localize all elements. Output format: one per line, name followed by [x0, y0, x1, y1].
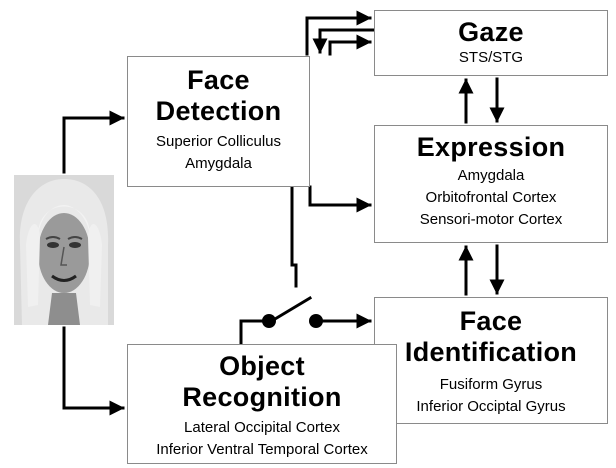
expression-region: Sensori-motor Cortex: [419, 211, 563, 228]
object-recognition-region: Lateral Occipital Cortex: [184, 419, 340, 436]
expression-box: Expression Amygdala Orbitofrontal Cortex…: [374, 125, 608, 243]
face-detection-region: Superior Colliculus: [155, 133, 282, 150]
face-detection-box: Face Detection Superior Colliculus Amygd…: [127, 56, 310, 187]
face-photo: [14, 175, 114, 325]
switch-terminal-right: [309, 314, 323, 328]
object-recognition-region: Inferior Ventral Temporal Cortex: [156, 441, 368, 458]
gaze-box: Gaze STS/STG: [374, 10, 608, 76]
arrow-detection-to-expression: [308, 185, 372, 213]
arrow-detection-to-gaze-2: [328, 34, 372, 56]
expression-region: Orbitofrontal Cortex: [425, 189, 557, 206]
line-detection-to-switch: [290, 185, 298, 288]
line-object-to-switch: [239, 319, 270, 345]
switch-blade: [267, 295, 313, 325]
expression-title: Expression: [416, 132, 566, 162]
switch-terminal-left: [262, 314, 276, 328]
arrow-gaze-to-detection: [312, 28, 376, 54]
face-identification-region: Inferior Occiptal Gyrus: [416, 398, 566, 415]
gaze-region: STS/STG: [458, 49, 524, 66]
face-detection-region: Amygdala: [185, 155, 252, 172]
face-detection-title: Face Detection: [155, 65, 282, 126]
face-identification-box: Face Identification Fusiform Gyrus Infer…: [374, 297, 608, 424]
face-identification-region: Fusiform Gyrus: [439, 376, 543, 393]
face-identification-title: Face Identification: [404, 306, 578, 367]
gaze-title: Gaze: [458, 17, 524, 47]
object-recognition-title: Object Recognition: [182, 351, 342, 412]
arrow-detection-to-gaze-1: [305, 10, 372, 56]
arrow-face-to-object: [62, 326, 125, 416]
object-recognition-box: Object Recognition Lateral Occipital Cor…: [127, 344, 397, 464]
arrow-face-to-detection: [62, 110, 125, 174]
expression-region: Amygdala: [457, 167, 525, 184]
